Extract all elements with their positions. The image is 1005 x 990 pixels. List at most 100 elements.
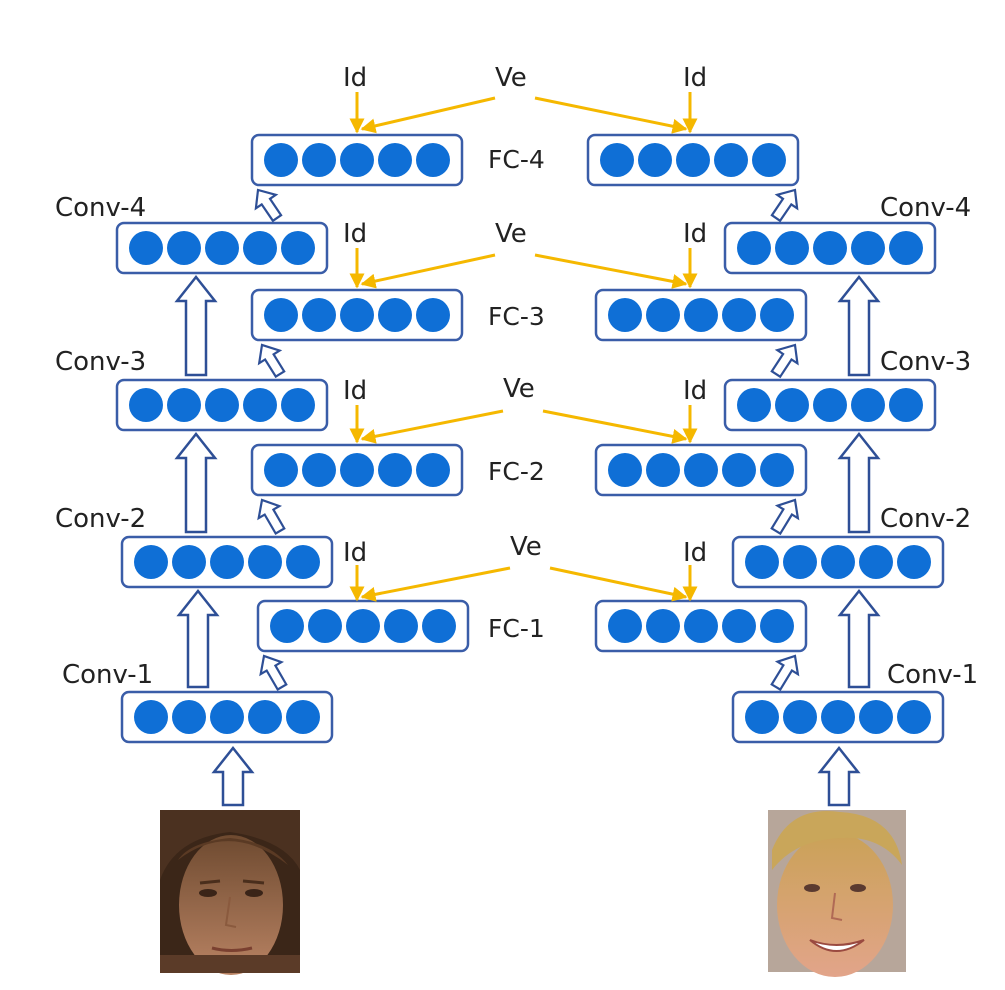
right-conv-2-label: Conv-2 [880, 504, 971, 534]
neuron [752, 143, 786, 177]
left-conv3-to-conv4-arrow [174, 274, 218, 377]
ve-arrow-left-4 [360, 96, 496, 134]
neuron [416, 143, 450, 177]
right-conv4-to-fc4-arrow [770, 188, 799, 223]
neuron [760, 609, 794, 643]
neuron [745, 545, 779, 579]
neuron [129, 388, 163, 422]
ve-arrow-right-2 [542, 409, 688, 444]
neuron [851, 388, 885, 422]
fc-2-label: FC-2 [488, 457, 545, 486]
left-conv-3-layer [115, 378, 329, 432]
neuron [813, 231, 847, 265]
neuron [172, 700, 206, 734]
id-label-right-4: Id [683, 63, 707, 93]
id-label-left-1: Id [343, 538, 367, 568]
neuron [205, 231, 239, 265]
neuron [281, 388, 315, 422]
ve-arrow-right-3 [534, 253, 688, 289]
neuron [302, 298, 336, 332]
fc-4-label: FC-4 [488, 145, 545, 174]
ve-label-3: Ve [495, 219, 527, 249]
left-conv-2-layer [120, 535, 334, 589]
neuron [302, 143, 336, 177]
neuron [167, 388, 201, 422]
neuron [608, 453, 642, 487]
neuron [416, 298, 450, 332]
left-conv-3-label: Conv-3 [55, 347, 146, 377]
neuron [422, 609, 456, 643]
id-label-right-1: Id [683, 538, 707, 568]
right-conv-4-layer [723, 221, 937, 275]
neuron [676, 143, 710, 177]
left-fc-2-layer [250, 443, 464, 497]
neuron [264, 143, 298, 177]
neuron [859, 545, 893, 579]
neuron [416, 453, 450, 487]
right-conv-2-layer [731, 535, 945, 589]
left-conv-4-label: Conv-4 [55, 193, 146, 223]
neuron [737, 388, 771, 422]
neuron [384, 609, 418, 643]
neuron [134, 545, 168, 579]
neuron [172, 545, 206, 579]
neuron [646, 298, 680, 332]
neuron [286, 700, 320, 734]
id-label-right-3: Id [683, 219, 707, 249]
left-conv2-to-fc2-arrow [257, 498, 286, 536]
neuron [340, 143, 374, 177]
right-fc-2-layer [594, 443, 808, 497]
neuron [378, 453, 412, 487]
right-conv-1-label: Conv-1 [887, 660, 978, 690]
labels-group: FC-4 FC-3 FC-2 FC-1 Conv-4 Conv-3 Conv-2… [55, 63, 978, 690]
verification-arrows-group [349, 92, 698, 602]
neuron [600, 143, 634, 177]
ve-label-2: Ve [503, 374, 535, 404]
right-conv2-to-conv3-arrow [837, 431, 881, 534]
neuron [714, 143, 748, 177]
neuron [264, 298, 298, 332]
neuron [889, 388, 923, 422]
fc-3-label: FC-3 [488, 302, 545, 331]
left-conv3-to-fc3-arrow [257, 343, 286, 379]
neuron [851, 231, 885, 265]
left-input-arrow [211, 745, 255, 807]
ve-arrow-right-1 [549, 566, 688, 602]
neuron [248, 545, 282, 579]
neuron [378, 143, 412, 177]
right-conv1-to-fc1-arrow [770, 654, 800, 692]
neuron [722, 609, 756, 643]
left-face-image [160, 810, 300, 975]
neuron [722, 298, 756, 332]
neuron [821, 700, 855, 734]
neuron [264, 453, 298, 487]
neuron [760, 453, 794, 487]
right-conv1-to-conv2-arrow [837, 588, 881, 689]
neuron [210, 545, 244, 579]
layers-group [115, 133, 945, 744]
ve-label-1: Ve [510, 532, 542, 562]
neuron [308, 609, 342, 643]
neuron [859, 700, 893, 734]
ve-arrow-right-4 [534, 96, 688, 134]
neuron [821, 545, 855, 579]
neuron [286, 545, 320, 579]
right-fc-3-layer [594, 288, 808, 342]
id-label-left-4: Id [343, 63, 367, 93]
neuron [302, 453, 336, 487]
left-conv4-to-fc4-arrow [254, 188, 283, 223]
right-conv-3-layer [723, 378, 937, 432]
left-fc-3-layer [250, 288, 464, 342]
neuron [340, 298, 374, 332]
id-label-left-2: Id [343, 376, 367, 406]
neuron [378, 298, 412, 332]
right-conv3-to-fc3-arrow [770, 343, 799, 379]
ve-label-4: Ve [495, 63, 527, 93]
neuron [783, 545, 817, 579]
left-fc-1-layer [256, 599, 470, 653]
left-conv-2-label: Conv-2 [55, 504, 146, 534]
ve-arrow-left-1 [360, 566, 511, 602]
neuron [775, 231, 809, 265]
neuron [243, 231, 277, 265]
left-conv-1-label: Conv-1 [62, 660, 153, 690]
